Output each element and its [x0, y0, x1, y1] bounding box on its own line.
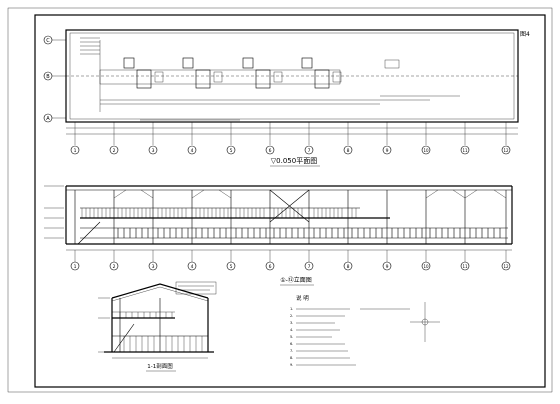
crosshair-mark: [410, 302, 440, 342]
section-title: 1-1剖面图: [147, 362, 173, 370]
plan-axis-label-11: 11: [462, 148, 468, 153]
elev-axis-label-6: 6: [269, 264, 272, 270]
section-drawing: 1-1剖面图: [98, 281, 217, 372]
elev-axis-label-9: 9: [386, 264, 389, 270]
axis-label-c: C: [46, 38, 50, 44]
plan-axis-bubble-3: [148, 145, 158, 155]
plan-axis-bubble-10: [421, 145, 431, 155]
elevation-level-marks: [44, 185, 512, 251]
notes-heading: 说 明: [296, 294, 309, 302]
elev-axis-label-8: 8: [347, 264, 350, 270]
plan-axis-label-9: 9: [386, 148, 389, 154]
axis-label-a: A: [46, 116, 50, 122]
plan-axis-label-2: 2: [113, 148, 116, 154]
plan-axis-label-8: 8: [347, 148, 350, 154]
inner-frame: [34, 14, 546, 388]
elev-axis-label-3: 3: [152, 264, 155, 270]
equipment-platform: [99, 69, 341, 85]
elev-axis-bubble-9: [382, 261, 392, 271]
elev-axis-bubble-12: [501, 261, 511, 271]
plan-stair: [80, 37, 100, 55]
note-9-number: 9.: [290, 363, 293, 367]
plan-col-axes: 1 2 3 4 5 6 7 8 9 10 11 12: [70, 122, 511, 155]
plan-axis-label-12: 12: [503, 148, 509, 153]
elev-axis-bubble-1: [70, 261, 80, 271]
elev-axis-label-5: 5: [230, 264, 233, 270]
elev-axis-bubble-4: [187, 261, 197, 271]
plan-axis-bubble-9: [382, 145, 392, 155]
elev-axis-bubble-8: [343, 261, 353, 271]
elev-axis-bubble-10: [421, 261, 431, 271]
elev-axis-label-12: 12: [503, 264, 509, 269]
notes-block: 说 明 1. 2. 3. 4. 5. 6. 7. 8. 9.: [290, 294, 410, 367]
plan-axis-label-5: 5: [230, 148, 233, 154]
equipment-units: [123, 57, 400, 89]
elev-axis-label-10: 10: [423, 264, 429, 269]
plan-axis-label-1: 1: [74, 148, 77, 154]
plan-axis-bubble-8: [343, 145, 353, 155]
elevation-lower-band: [80, 227, 508, 239]
axis-bubble-b: [43, 71, 53, 81]
elev-axis-bubble-3: [148, 261, 158, 271]
elev-axis-label-11: 11: [462, 264, 468, 269]
plan-axis-bubble-1: [70, 145, 80, 155]
section-roof: [111, 283, 209, 299]
note-2-number: 2.: [290, 314, 293, 318]
note-8-number: 8.: [290, 356, 293, 360]
outer-border: [7, 7, 553, 393]
elev-axis-bubble-5: [226, 261, 236, 271]
plan-axis-bubble-5: [226, 145, 236, 155]
note-5-number: 5.: [290, 335, 293, 339]
note-3-number: 3.: [290, 321, 293, 325]
axis-label-b: B: [46, 74, 50, 80]
platform-railing: [80, 207, 390, 219]
elev-axis-bubble-11: [460, 261, 470, 271]
elevation-columns: [74, 190, 507, 244]
plan-row-axes: C B A: [43, 35, 66, 123]
note-4-number: 4.: [290, 328, 293, 332]
axis-bubble-c: [43, 35, 53, 45]
plan-dimension-marks: [66, 95, 518, 135]
note-6-number: 6.: [290, 342, 293, 346]
plan-title: ▽0.050平面图: [271, 157, 317, 165]
plan-corner-note: 图4: [520, 31, 530, 38]
plan-axis-bubble-12: [501, 145, 511, 155]
elevation-drawing: 1 2 3 4 5 6 7 8 9 10 11 12 ①-⑫立面图: [44, 185, 513, 286]
plan-axis-bubble-2: [109, 145, 119, 155]
plan-axis-bubble-7: [304, 145, 314, 155]
elev-axis-label-2: 2: [113, 264, 116, 270]
elevation-braces: [113, 189, 507, 223]
plan-axis-label-6: 6: [269, 148, 272, 154]
elev-axis-bubble-7: [304, 261, 314, 271]
elevation-stair: [77, 221, 101, 245]
elevation-col-axes: 1 2 3 4 5 6 7 8 9 10 11 12: [70, 250, 511, 271]
floor-plan: C B A 1 2 3 4 5 6 7 8 9 10 11 12 图4 ▽0.0…: [43, 29, 530, 167]
axis-bubble-a: [43, 113, 53, 123]
plan-axis-label-10: 10: [423, 148, 429, 153]
note-1-number: 1.: [290, 307, 293, 311]
elev-axis-bubble-6: [265, 261, 275, 271]
plan-axis-label-3: 3: [152, 148, 155, 154]
plan-axis-bubble-4: [187, 145, 197, 155]
elev-axis-label-1: 1: [74, 264, 77, 270]
plan-axis-label-4: 4: [191, 148, 194, 154]
note-7-number: 7.: [290, 349, 293, 353]
elevation-title: ①-⑫立面图: [280, 276, 312, 284]
elev-axis-label-4: 4: [191, 264, 194, 270]
plan-axis-bubble-11: [460, 145, 470, 155]
plan-axis-label-7: 7: [308, 148, 311, 154]
plan-axis-bubble-6: [265, 145, 275, 155]
elev-axis-label-7: 7: [308, 264, 311, 270]
notes-lines: 1. 2. 3. 4. 5. 6. 7. 8. 9.: [290, 307, 410, 367]
section-note-box: [175, 281, 217, 295]
elev-axis-bubble-2: [109, 261, 119, 271]
